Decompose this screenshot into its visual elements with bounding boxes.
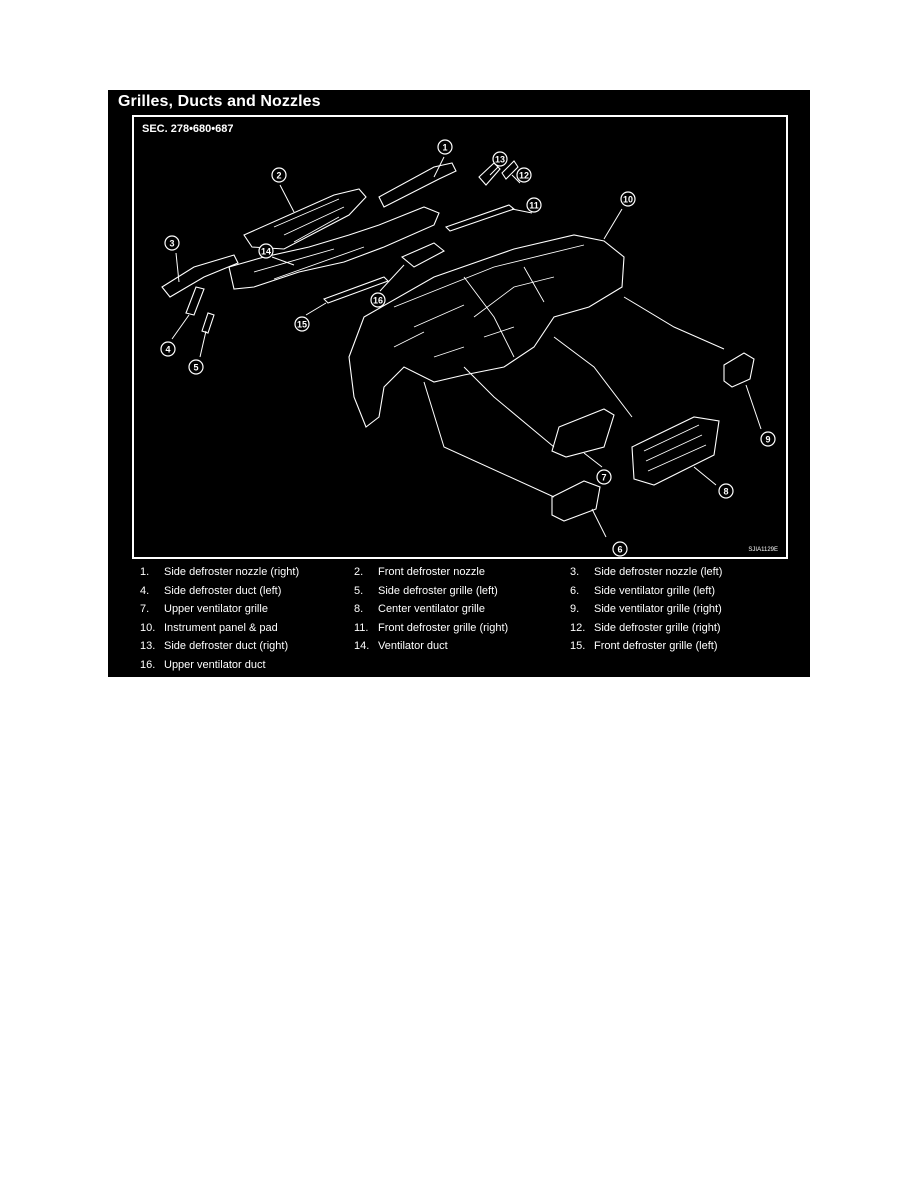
legend-text: Upper ventilator duct: [164, 658, 266, 671]
legend-text: Side defroster duct (left): [164, 584, 282, 597]
legend-text: Side defroster nozzle (left): [594, 566, 723, 578]
callout-number: 1: [442, 143, 447, 153]
legend-number: 12.: [570, 621, 586, 634]
callout-3: 3: [164, 235, 180, 251]
side-defroster-nozzle-left-part: [161, 254, 239, 298]
legend-text: Ventilator duct: [378, 640, 448, 652]
leader-lines: [171, 156, 762, 538]
legend-number: 15.: [570, 640, 586, 652]
upper-ventilator-grille-part: [551, 408, 615, 458]
callout-number: 15: [297, 320, 307, 330]
callout-11: 11: [526, 197, 542, 213]
callout-number: 8: [723, 487, 728, 497]
callout-7: 7: [596, 469, 612, 485]
legend-number: 9.: [570, 603, 580, 615]
side-ventilator-grille-right-part: [723, 352, 755, 388]
callout-number: 11: [529, 201, 539, 211]
side-defroster-duct-right-part: [478, 162, 501, 186]
callout-number: 2: [276, 171, 281, 181]
legend-text: Side defroster nozzle (right): [164, 566, 300, 578]
legend-number: 3.: [570, 566, 580, 578]
legend-number: 2.: [354, 566, 364, 578]
legend-text: Side ventilator grille (right): [594, 603, 722, 615]
callout-6: 6: [612, 541, 628, 557]
legend-number: 16.: [140, 658, 156, 671]
section-label: SEC. 278•680•687: [142, 123, 234, 135]
legend-text: Side defroster grille (right): [594, 621, 721, 634]
legend-text: Upper ventilator grille: [164, 603, 268, 615]
callout-number: 6: [617, 545, 622, 555]
callout-number: 14: [261, 247, 271, 257]
legend-number: 1.: [140, 566, 150, 578]
legend-number: 8.: [354, 603, 364, 615]
legend-text: Center ventilator grille: [378, 603, 485, 615]
front-defroster-nozzle-part: [243, 188, 367, 250]
callout-4: 4: [160, 341, 176, 357]
legend-text: Side defroster duct (right): [164, 640, 289, 652]
legend-number: 6.: [570, 584, 580, 597]
legend-text: Side ventilator grille (left): [594, 584, 716, 597]
legend-number: 4.: [140, 584, 150, 597]
legend-text: Front defroster grille (right): [378, 621, 509, 634]
callout-number: 3: [169, 239, 174, 249]
figure-title: Grilles, Ducts and Nozzles: [118, 93, 321, 110]
callout-8: 8: [718, 483, 734, 499]
legend-number: 7.: [140, 603, 150, 615]
callout-number: 16: [373, 296, 383, 306]
legend-number: 10.: [140, 621, 156, 634]
front-defroster-grille-right-part: [444, 204, 516, 232]
callout-number: 5: [193, 363, 198, 373]
side-defroster-nozzle-right-part: [378, 162, 457, 208]
callout-9: 9: [760, 431, 776, 447]
callout-number: 7: [601, 473, 606, 483]
callout-10: 10: [620, 191, 636, 207]
legend-number: 11.: [354, 621, 369, 634]
legend-number: 14.: [354, 640, 370, 652]
callout-2: 2: [271, 167, 287, 183]
legend-text: Instrument panel & pad: [164, 621, 278, 634]
figure-code: SJIA1129E: [748, 547, 778, 553]
legend-text: Front defroster grille (left): [594, 640, 718, 652]
upper-ventilator-duct-part: [400, 242, 445, 268]
callout-16: 16: [370, 292, 386, 308]
instrument-panel-part: [348, 234, 625, 428]
legend-text: Side defroster grille (left): [378, 584, 498, 597]
diagram-figure: Grilles, Ducts and Nozzles: [108, 90, 810, 677]
callout-number: 10: [623, 195, 633, 205]
callout-number: 12: [519, 171, 529, 181]
side-defroster-duct-left-part: [185, 286, 205, 316]
callout-15: 15: [294, 316, 310, 332]
side-defroster-grille-left-part: [201, 312, 215, 334]
front-defroster-grille-left-part: [323, 276, 389, 304]
legend-number: 13.: [140, 640, 156, 652]
ventilator-duct-part: [228, 206, 440, 290]
legend-number: 5.: [354, 584, 364, 597]
callout-14: 14: [258, 243, 274, 259]
side-ventilator-grille-left-part: [551, 480, 601, 522]
callout-number: 13: [495, 155, 505, 165]
callout-number: 9: [765, 435, 770, 445]
callout-13: 13: [492, 151, 508, 167]
callout-1: 1: [437, 139, 453, 155]
legend-text: Front defroster nozzle: [378, 566, 485, 578]
center-ventilator-grille-part: [631, 416, 720, 486]
callout-number: 4: [165, 345, 170, 355]
side-defroster-grille-right-part: [501, 160, 519, 180]
callout-5: 5: [188, 359, 204, 375]
callout-12: 12: [516, 167, 532, 183]
